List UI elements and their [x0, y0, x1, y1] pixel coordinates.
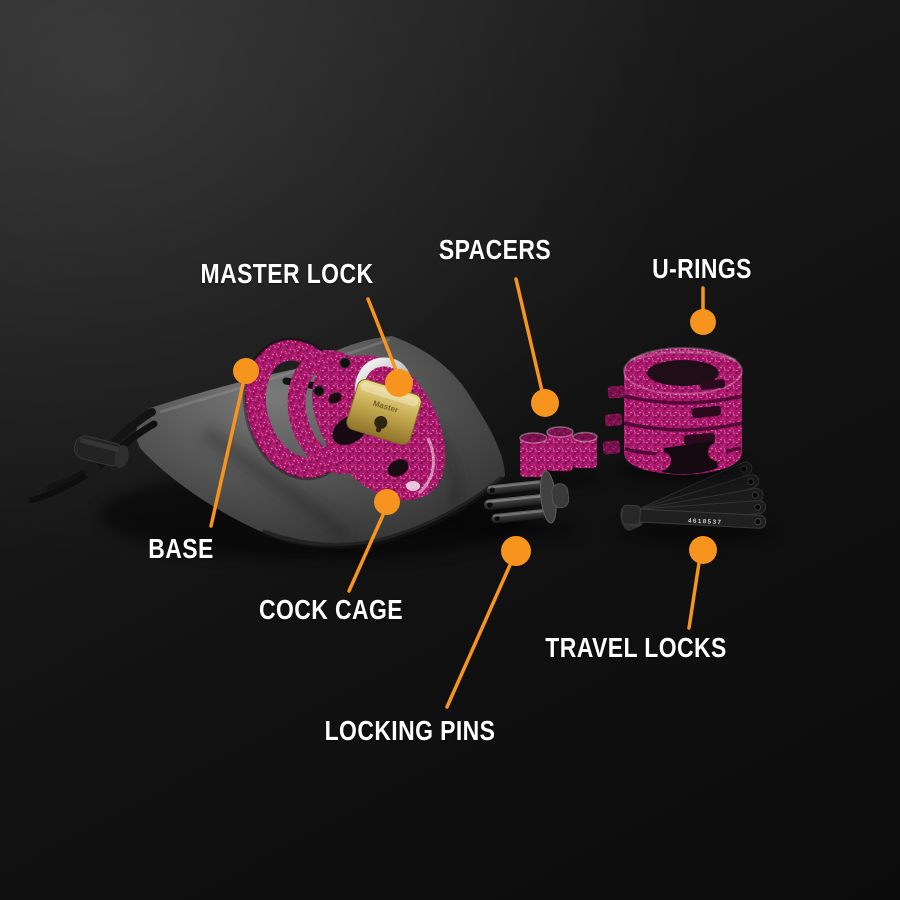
label-travel-locks: TRAVEL LOCKS [545, 632, 727, 663]
pouch-bottom-rim [260, 475, 505, 550]
locking-pins-image [470, 470, 580, 539]
cage-screw [339, 357, 351, 369]
callout-dot-master-lock [385, 369, 413, 397]
callout-dots [233, 309, 717, 566]
callout-line-master-lock [366, 297, 398, 372]
callout-dot-travel-locks [689, 536, 717, 564]
label-cock-cage: COCK CAGE [258, 594, 404, 625]
u-rings-image [602, 347, 749, 483]
label-locking-pins: LOCKING PINS [324, 715, 496, 746]
travel-lock-serial-text: 4610537 [688, 518, 723, 527]
label-master-lock: MASTER LOCK [200, 258, 374, 289]
callout-line-cock-cage [347, 513, 385, 593]
callout-dot-locking-pins [501, 536, 531, 566]
cage-screw [313, 385, 325, 397]
pins-cluster [483, 470, 570, 524]
label-base: BASE [148, 533, 214, 564]
spacer-cylinder [546, 426, 574, 471]
spacers-image [513, 426, 603, 486]
label-spacers: SPACERS [438, 234, 552, 265]
u-ring-front-gap [662, 441, 718, 475]
cord-toggle [73, 435, 129, 468]
cage-tip-shine [406, 481, 420, 491]
callout-dot-spacers [531, 389, 559, 417]
callout-line-base [209, 382, 245, 528]
callout-lines [209, 277, 705, 709]
u-rings-top-hole [647, 360, 719, 386]
callout-line-locking-pins [445, 563, 512, 709]
label-u-rings: U-RINGS [652, 253, 752, 284]
callout-dot-cock-cage [374, 489, 400, 515]
pouch-fold-shadow [200, 425, 354, 545]
callout-line-spacers [514, 277, 544, 393]
spacer-cylinder [519, 432, 548, 477]
callout-dot-base [233, 358, 259, 384]
cock-cage-image: Master [242, 337, 446, 501]
spacer-cylinder [572, 431, 598, 468]
cord-knot [84, 462, 100, 478]
callout-dot-u-rings [690, 309, 716, 335]
callout-line-travel-locks [687, 561, 701, 630]
